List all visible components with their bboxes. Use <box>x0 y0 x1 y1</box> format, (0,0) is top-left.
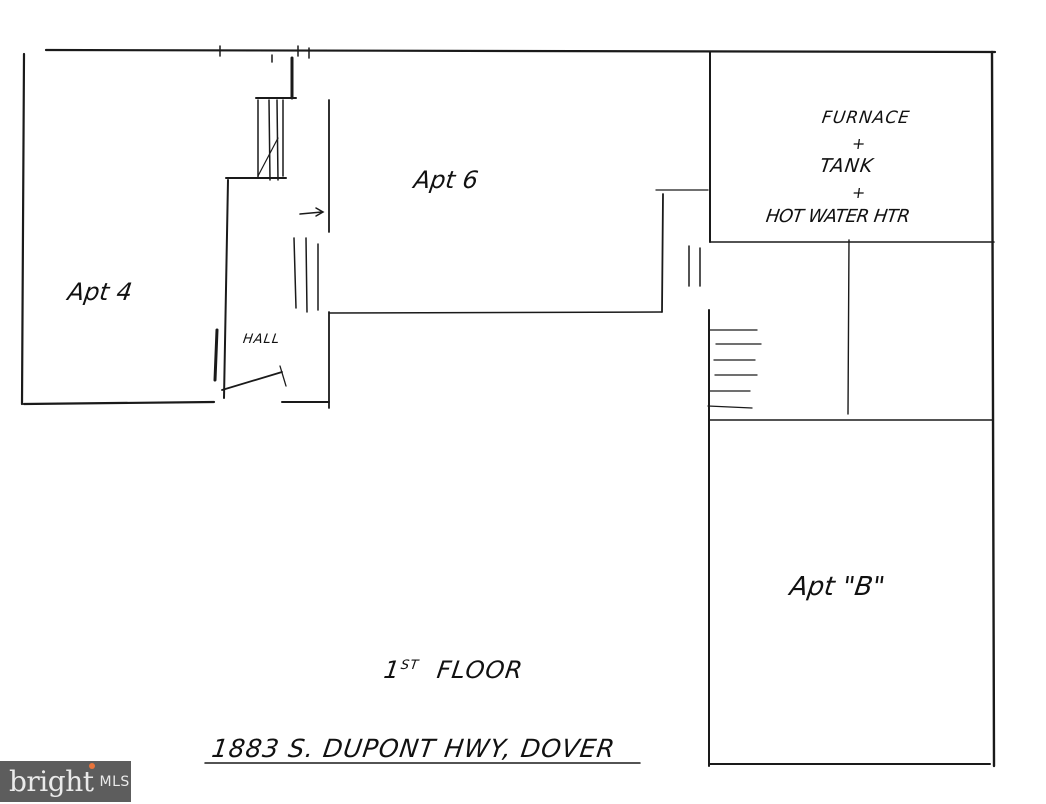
watermark-brand: bright <box>9 764 94 798</box>
floor-title: 1ST FLOOR <box>382 656 525 684</box>
utility-label-line-5: HOT WATER HTR <box>764 206 911 227</box>
wall-top <box>44 48 997 54</box>
utility-label-line-3: TANK <box>818 155 876 177</box>
bright-mls-watermark: bright MLS <box>0 761 131 802</box>
wall-apt4-left <box>20 52 26 406</box>
utility-label-line-1: FURNACE <box>820 108 912 128</box>
utility-label-line-4: + <box>850 183 867 202</box>
property-address: 1883 S. DuPont Hwy, Dover <box>209 734 618 763</box>
watermark-accent-dot-icon <box>89 762 96 769</box>
wall-apt4-bottom <box>22 400 216 406</box>
room-label-apt-b: Apt "B" <box>787 572 887 602</box>
wall-apt6-bottom <box>328 311 663 314</box>
floor-title-sup: ST <box>399 658 421 673</box>
watermark-suffix: MLS <box>99 773 130 790</box>
floor-title-word: FLOOR <box>435 656 525 684</box>
room-label-apt-4: Apt 4 <box>66 278 134 306</box>
wall-hall-left <box>223 179 229 399</box>
utility-label-line-2: + <box>850 134 867 153</box>
room-label-hall: HALL <box>241 332 282 347</box>
wall-right <box>990 50 996 768</box>
room-label-apt-6: Apt 6 <box>412 166 480 194</box>
